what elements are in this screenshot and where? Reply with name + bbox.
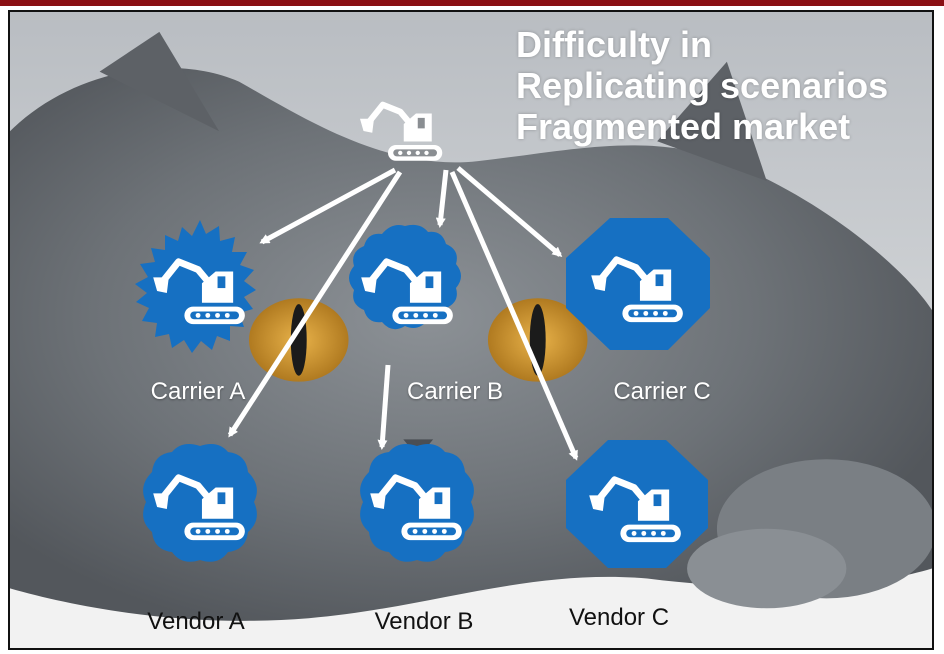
vendor-a-label: Vendor A bbox=[147, 608, 245, 635]
headline-line-2: Replicating scenarios bbox=[516, 65, 889, 106]
arrow-to-vendor-a bbox=[227, 170, 403, 438]
vendor-c-label: Vendor C bbox=[568, 604, 670, 631]
top-accent-bar bbox=[0, 0, 944, 6]
headline: Difficulty in Replicating scenarios Frag… bbox=[516, 24, 888, 147]
arrow-to-carrier-a bbox=[259, 167, 397, 245]
source-node bbox=[360, 105, 442, 161]
headline-line-3: Fragmented market bbox=[516, 106, 851, 147]
vendor-c-badge bbox=[566, 440, 708, 568]
node-vendor-b bbox=[360, 444, 474, 562]
arrow-carrier-b-to-vendor-b bbox=[377, 364, 391, 450]
arrows bbox=[227, 166, 579, 461]
source-excavator-icon bbox=[360, 105, 442, 161]
node-carrier-a bbox=[135, 220, 256, 353]
carrier-b-badge bbox=[349, 224, 461, 330]
node-vendor-c bbox=[566, 440, 708, 568]
headline-line-1: Difficulty in bbox=[516, 24, 712, 65]
node-carrier-b bbox=[349, 224, 461, 330]
node-vendor-a bbox=[143, 444, 257, 562]
carrier-c-badge bbox=[566, 218, 710, 350]
arrow-to-vendor-c bbox=[449, 171, 579, 461]
arrow-to-carrier-b bbox=[435, 169, 449, 228]
carrier-c-label: Carrier C bbox=[613, 378, 711, 405]
carrier-b-label: Carrier B bbox=[406, 378, 504, 405]
carrier-a-badge bbox=[135, 220, 256, 353]
vendor-b-label: Vendor B bbox=[374, 608, 474, 635]
arrow-to-carrier-c bbox=[456, 166, 563, 257]
node-carrier-c bbox=[566, 218, 710, 350]
carrier-a-label: Carrier A bbox=[150, 378, 246, 405]
